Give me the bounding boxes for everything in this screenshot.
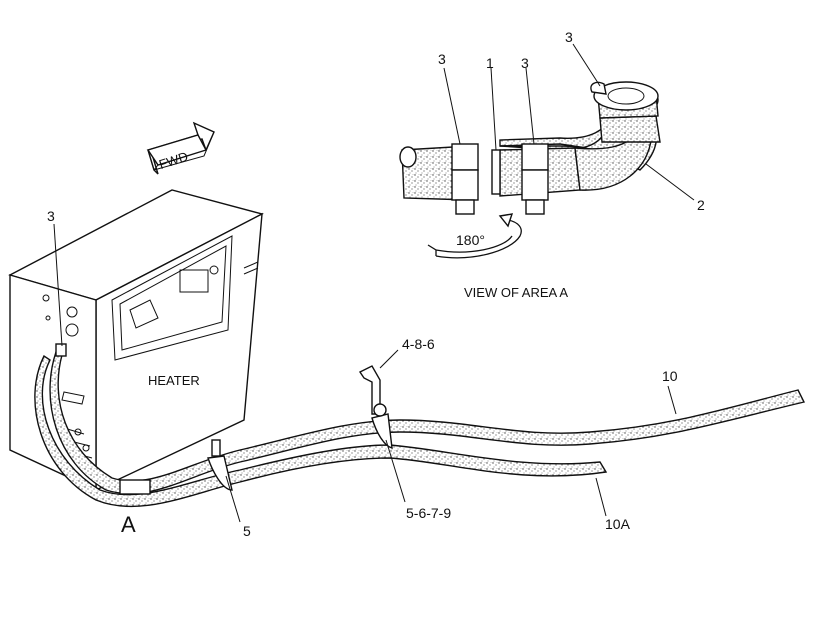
heater-label: HEATER (148, 373, 200, 388)
leader-lines (53, 43, 695, 523)
callout-4-8-6: 4-8-6 (402, 336, 435, 352)
heater-unit: HEATER (8, 189, 264, 492)
callout-1-detail: 1 (486, 55, 494, 71)
callout-3-detail-left: 3 (438, 51, 446, 67)
callout-5: 5 (243, 523, 251, 539)
detail-view-area-a: 180° VIEW OF AREA A (399, 81, 661, 300)
view-caption: VIEW OF AREA A (464, 285, 568, 300)
callout-10a: 10A (605, 516, 631, 532)
callout-3-detail-right: 3 (521, 55, 529, 71)
fwd-arrow: FWD (146, 121, 215, 175)
callout-2-detail: 2 (697, 197, 705, 213)
area-a-marker: A (121, 512, 136, 537)
callout-3-detail-top: 3 (565, 29, 573, 45)
rotation-label: 180° (456, 232, 485, 248)
hose-assembly (34, 343, 806, 508)
callout-3-clamp: 3 (47, 208, 55, 224)
callout-5-6-7-9: 5-6-7-9 (406, 505, 451, 521)
callout-10: 10 (662, 368, 678, 384)
